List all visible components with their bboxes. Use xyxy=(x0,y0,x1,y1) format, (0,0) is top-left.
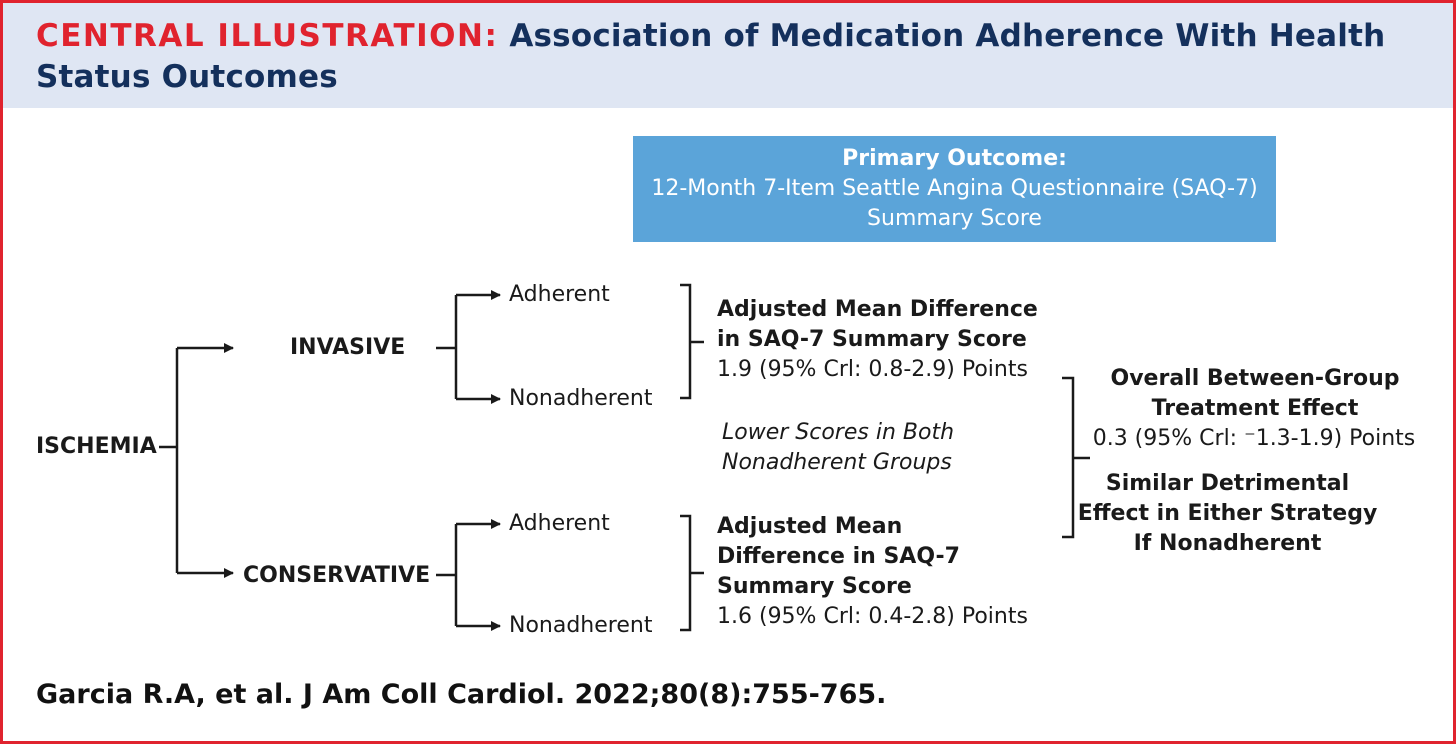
citation: Garcia R.A, et al. J Am Coll Cardiol. 20… xyxy=(36,679,887,710)
header-band xyxy=(3,3,1453,108)
title-text: Association of Medication Adherence With… xyxy=(36,18,1386,95)
root-ischemia: ISCHEMIA xyxy=(36,434,157,459)
primary-outcome-box: Primary Outcome: 12-Month 7-Item Seattle… xyxy=(633,136,1276,242)
overall-value: 0.3 (95% Crl: ⁻1.3-1.9) Points xyxy=(1092,426,1416,451)
invasive-label: INVASIVE xyxy=(290,335,406,360)
invasive-result-line1: Adjusted Mean Difference xyxy=(717,297,1038,322)
conservative-adherent: Adherent xyxy=(509,511,610,536)
conservative-result-line3: Summary Score xyxy=(717,574,912,599)
conclusion-line1: Similar Detrimental xyxy=(1105,471,1350,496)
conservative-result-value: 1.6 (95% Crl: 0.4-2.8) Points xyxy=(717,604,1028,629)
invasive-result-line2: in SAQ-7 Summary Score xyxy=(717,327,1027,352)
overall-bracket xyxy=(1062,376,1075,539)
conservative-label: CONSERVATIVE xyxy=(243,563,431,588)
note-line2: Nonadherent Groups xyxy=(722,450,952,475)
invasive-result-value: 1.9 (95% Crl: 0.8-2.9) Points xyxy=(717,357,1028,382)
figure-title: CENTRAL ILLUSTRATION: Association of Med… xyxy=(36,16,1426,98)
central-illustration-label: CENTRAL ILLUSTRATION: xyxy=(36,18,499,54)
conservative-result-line1: Adjusted Mean xyxy=(717,514,903,539)
conservative-nonadherent: Nonadherent xyxy=(509,613,653,638)
overall-line1: Overall Between-Group xyxy=(1110,366,1400,391)
invasive-bracket xyxy=(680,283,692,400)
primary-outcome-heading: Primary Outcome: xyxy=(842,146,1067,171)
conclusion-line3: If Nonadherent xyxy=(1133,531,1322,556)
invasive-nonadherent: Nonadherent xyxy=(509,386,653,411)
conservative-bracket xyxy=(680,514,692,632)
overall-line2: Treatment Effect xyxy=(1151,396,1359,421)
invasive-adherent: Adherent xyxy=(509,282,610,307)
note-line1: Lower Scores in Both xyxy=(722,420,955,445)
conservative-result-line2: Difference in SAQ-7 xyxy=(717,544,960,569)
primary-outcome-line1: 12-Month 7-Item Seattle Angina Questionn… xyxy=(651,176,1258,201)
primary-outcome-line2: Summary Score xyxy=(867,206,1042,231)
conclusion-line2: Effect in Either Strategy xyxy=(1077,501,1378,526)
